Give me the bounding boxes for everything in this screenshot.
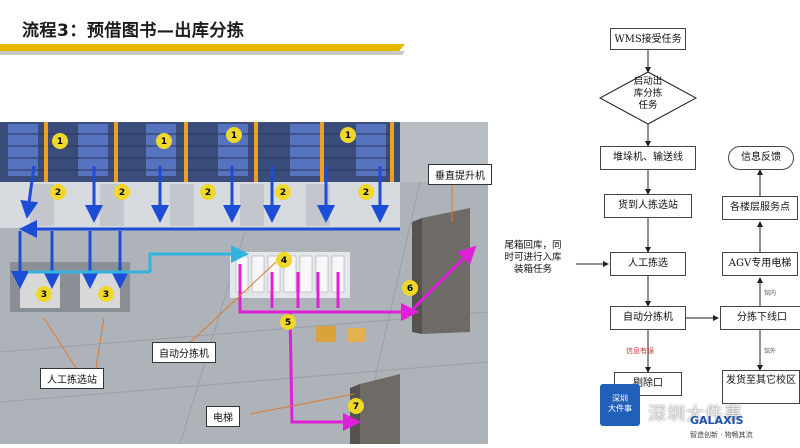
node-feedback: 信息反馈 <box>728 146 794 170</box>
note-in-library: 馆内 <box>764 290 777 297</box>
node-ship-other-campus: 发货至其它校区 <box>722 370 800 404</box>
node-stacker-conveyor: 堆垛机、输送线 <box>600 146 696 170</box>
label-auto-sorter: 自动分拣机 <box>152 342 216 363</box>
svg-text:2: 2 <box>205 188 211 198</box>
marker-1b <box>156 133 172 149</box>
watermark-text: 深圳大件事 <box>648 404 743 425</box>
step-markers: 1 1 1 1 2 2 2 2 2 3 3 4 5 6 7 <box>36 127 418 414</box>
marker-1d <box>340 127 356 143</box>
svg-text:3: 3 <box>41 290 47 300</box>
marker-1d-label: 1 <box>345 131 351 141</box>
node-agv-elevator: AGV专用电梯 <box>722 252 798 276</box>
svg-text:3: 3 <box>103 290 109 300</box>
svg-text:2: 2 <box>280 188 286 198</box>
node-goods-to-person: 货到人拣选站 <box>604 194 692 218</box>
warehouse-scene: 1 1 1 1 2 2 2 2 2 3 3 4 5 6 7 垂直提升机 自动分拣… <box>0 122 492 445</box>
label-manual-station: 人工拣选站 <box>40 368 104 389</box>
svg-text:2: 2 <box>363 188 369 198</box>
marker-1a <box>52 133 68 149</box>
label-vertical-lift: 垂直提升机 <box>428 164 492 185</box>
marker-1a-label: 1 <box>57 137 63 147</box>
svg-text:7: 7 <box>353 402 359 412</box>
svg-text:6: 6 <box>407 284 413 294</box>
marker-1b-label: 1 <box>161 137 167 147</box>
svg-text:5: 5 <box>285 318 291 328</box>
flowchart-connectors <box>576 50 763 373</box>
note-tail-box-return: 尾箱回库，同 时可进行入库 装箱任务 <box>504 240 562 275</box>
node-sort-offline: 分拣下线口 <box>720 306 800 330</box>
node-auto-sorter: 自动分拣机 <box>610 306 686 330</box>
page-title: 流程3：预借图书—出库分拣 <box>22 21 245 41</box>
svg-text:2: 2 <box>55 188 61 198</box>
label-elevator: 电梯 <box>206 406 240 427</box>
marker-1c <box>226 127 242 143</box>
marker-1c-label: 1 <box>231 131 237 141</box>
note-exception: 信息有误 <box>626 347 654 355</box>
source-badge: 深圳 大件事 <box>600 384 640 426</box>
node-start-sorting: 启动出 库分拣 任务 <box>633 76 663 111</box>
brand-slogan: 智造创新 · 物畅其流 <box>690 431 753 439</box>
svg-text:4: 4 <box>281 256 287 266</box>
warehouse-illustration <box>0 122 489 445</box>
svg-text:2: 2 <box>119 188 125 198</box>
node-floor-service: 各楼层服务点 <box>722 196 798 220</box>
brand-logo: GALAXIS <box>690 414 744 427</box>
node-wms-receive: WMS接受任务 <box>610 28 686 50</box>
title-accent-band <box>0 44 405 55</box>
note-out-library: 馆外 <box>764 348 777 355</box>
node-manual-pick: 人工拣选 <box>610 252 686 276</box>
